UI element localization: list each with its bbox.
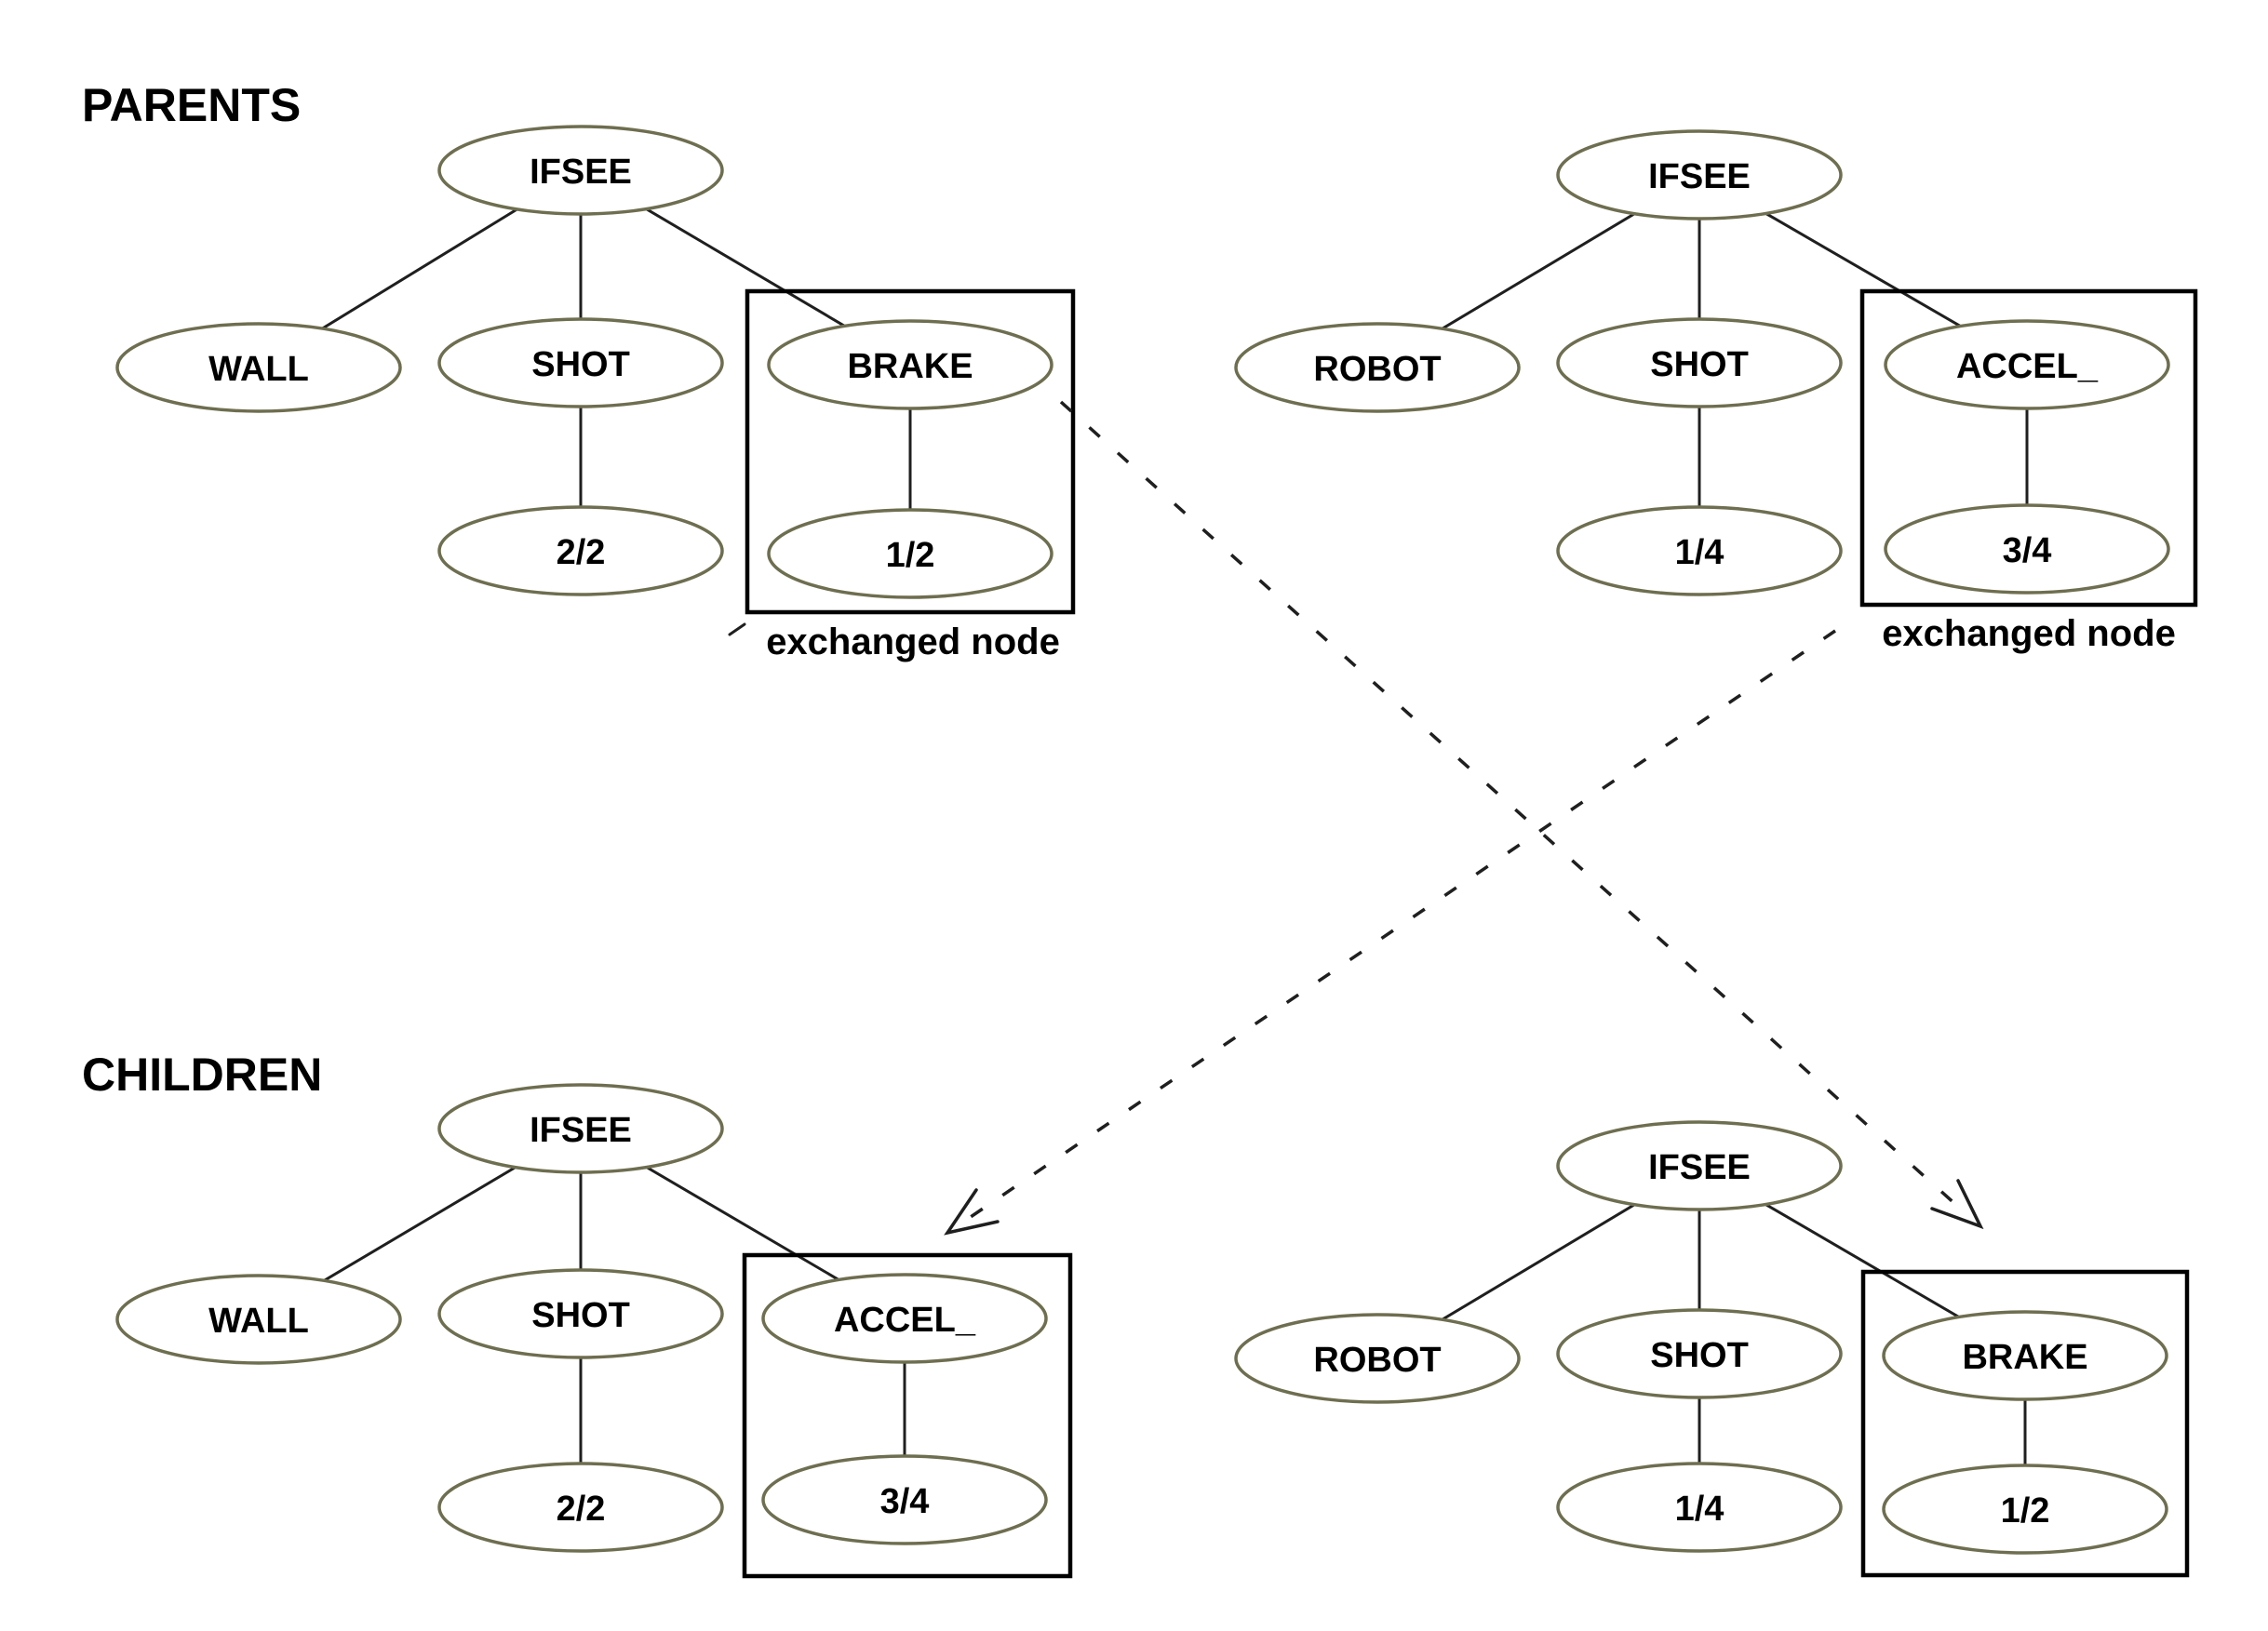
exchanged-node-box [742, 1252, 1073, 1579]
node-label: BRAKE [847, 347, 973, 386]
tree-parent-right: IFSEE ROBOT SHOT ACCEL_ 1/4 3/4 exchange… [1234, 129, 2198, 654]
node-label: 3/4 [2003, 531, 2052, 570]
arrow-head-icon [1930, 1179, 1984, 1230]
node-ellipse [437, 317, 724, 408]
tick-mark [728, 622, 746, 636]
node-ellipse [1556, 505, 1843, 596]
node-ellipse [437, 1083, 724, 1174]
node-label: 2/2 [557, 1490, 606, 1529]
node-ellipse [437, 125, 724, 216]
node-label: SHOT [531, 1296, 630, 1335]
node-ellipse [761, 1454, 1048, 1545]
exchanged-node-caption: exchanged node [1882, 613, 2176, 654]
node-ellipse [767, 508, 1053, 599]
node-label: 1/4 [1675, 533, 1724, 572]
node-ellipse [1234, 1313, 1521, 1404]
node-label: SHOT [1650, 345, 1749, 384]
tree-child-right: IFSEE ROBOT SHOT BRAKE 1/4 1/2 [1234, 1120, 2190, 1578]
node-ellipse [1556, 129, 1843, 221]
node-label: ROBOT [1313, 1341, 1441, 1380]
node-ellipse [437, 505, 724, 596]
node-ellipse [1556, 1308, 1843, 1399]
node-label: IFSEE [1648, 1148, 1751, 1187]
node-ellipse [1556, 317, 1843, 408]
node-label: 2/2 [557, 533, 606, 572]
node-ellipse [1884, 319, 2170, 410]
children-section-title: CHILDREN [82, 1049, 322, 1101]
exchanged-node-box [1859, 288, 2198, 608]
node-label: BRAKE [1962, 1338, 2087, 1377]
node-ellipse [1882, 1310, 2168, 1401]
node-label: ACCEL_ [834, 1301, 976, 1340]
node-label: WALL [208, 1302, 309, 1341]
node-ellipse [1884, 503, 2170, 595]
node-ellipse [1556, 1462, 1843, 1553]
node-label: SHOT [531, 345, 630, 384]
node-label: ACCEL_ [1956, 347, 2099, 386]
node-ellipse [115, 322, 402, 413]
exchanged-node-caption: exchanged node [766, 622, 1060, 662]
node-label: IFSEE [530, 153, 632, 192]
exchanged-node-box [745, 288, 1076, 615]
dashed-arrow-shaft [1059, 400, 1967, 1215]
node-label: 1/2 [2001, 1491, 2050, 1531]
node-ellipse [437, 1268, 724, 1359]
arrow-head-icon [944, 1188, 1000, 1236]
node-label: 3/4 [880, 1482, 930, 1521]
node-ellipse [115, 1274, 402, 1365]
node-ellipse [767, 319, 1053, 410]
dashed-arrow-shaft [961, 629, 1836, 1224]
node-ellipse [1234, 322, 1521, 413]
tree-child-left: IFSEE WALL SHOT ACCEL_ 2/2 3/4 [115, 1083, 1073, 1579]
node-ellipse [1556, 1120, 1843, 1211]
node-label: IFSEE [530, 1111, 632, 1150]
node-ellipse [761, 1273, 1048, 1364]
node-label: WALL [208, 350, 309, 389]
node-label: 1/2 [886, 536, 935, 575]
crossover-arrow-right-to-left [944, 629, 1836, 1236]
node-ellipse [1882, 1464, 2168, 1555]
node-label: ROBOT [1313, 350, 1441, 389]
node-label: 1/4 [1675, 1490, 1724, 1529]
exchanged-node-box [1860, 1269, 2190, 1578]
node-label: SHOT [1650, 1336, 1749, 1375]
tree-parent-left: IFSEE WALL SHOT BRAKE 2/2 1/2 exchanged … [115, 125, 1076, 662]
parents-section-title: PARENTS [82, 79, 301, 131]
node-ellipse [437, 1462, 724, 1553]
node-label: IFSEE [1648, 157, 1751, 196]
crossover-arrow-left-to-right [1059, 400, 1984, 1230]
